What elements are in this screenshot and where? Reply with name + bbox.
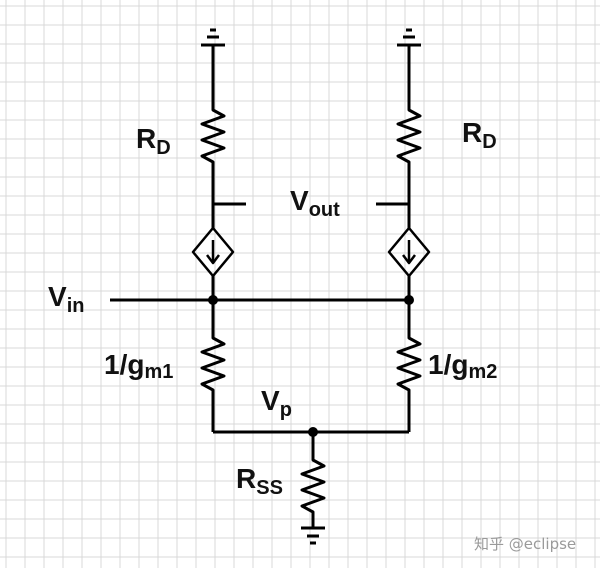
watermark: 知乎 @eclipse — [474, 535, 576, 553]
ground-icon — [301, 518, 325, 545]
label-gm1: 1/gm1 — [104, 349, 173, 383]
junction-dot-vp — [308, 427, 318, 437]
label-vp: Vp — [261, 385, 292, 421]
label-rd-left: RD — [136, 123, 171, 159]
label-vin: Vin — [48, 281, 84, 317]
label-rd-right: RD — [462, 117, 497, 153]
junction-dot-right — [404, 295, 414, 305]
current-source-right-icon — [387, 226, 431, 278]
gm1-resistor — [200, 333, 226, 396]
vdd-left-icon — [201, 28, 225, 105]
gm2-resistor — [396, 333, 422, 396]
rd-left-resistor — [200, 105, 226, 168]
current-source-left-icon — [191, 226, 235, 278]
junction-dot-left — [208, 295, 218, 305]
vdd-right-icon — [397, 28, 421, 105]
junction-dots — [208, 295, 414, 437]
rd-right-resistor — [396, 105, 422, 168]
rss-resistor — [300, 455, 326, 518]
label-vout: Vout — [290, 185, 340, 221]
label-gm2: 1/gm2 — [428, 349, 497, 383]
label-rss: RSS — [236, 463, 283, 499]
